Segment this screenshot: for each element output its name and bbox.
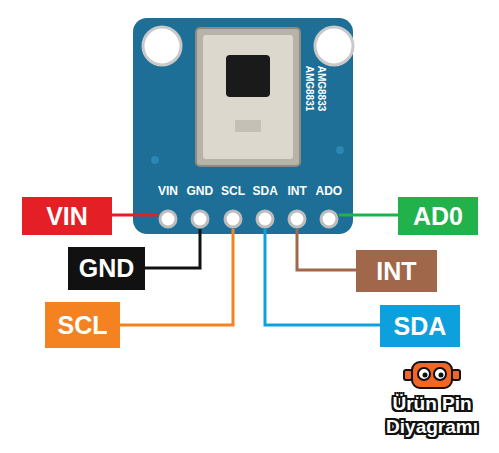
sensor-can-top [203,35,293,159]
silk-pin-name: SCL [221,184,245,198]
pin-label-box: SDA [380,305,460,347]
silk-pin-name: GND [187,184,214,198]
pcb-board [133,18,353,234]
logo-text: Ürün Pin Diyagramı [372,392,492,438]
sensor-lens [226,55,270,97]
via [151,156,159,164]
silk-pin-name: ADO [316,184,343,198]
pin-label-text: AD0 [413,202,463,231]
pin-label-box: SCL [45,302,120,348]
leader-line [339,214,398,217]
silk-pin-name: INT [288,184,307,198]
sensor-can [196,28,300,166]
silk-pin-name: VIN [158,184,178,198]
pin-label-text: SCL [58,311,108,340]
via [336,146,344,154]
mounting-hole [143,27,181,65]
pin-label-box: GND [68,247,145,290]
pin-label-box: INT [356,250,437,292]
pin-pads [160,211,337,227]
pin-label-text: VIN [46,202,88,231]
pin-label-text: INT [376,257,416,286]
leader-line [297,229,356,270]
robot-logo [404,362,460,388]
pin-label-box: VIN [22,197,112,235]
chip-marking: AMG8833 [316,65,327,111]
pin-label-text: GND [79,254,135,283]
mounting-hole [315,27,353,65]
silk-pin-name: SDA [253,184,278,198]
leader-line [112,214,158,217]
pin-label-box: AD0 [398,197,478,235]
leader-line [145,229,200,268]
sensor-mark [235,120,261,132]
chip-marking: AMG8831 [304,65,315,111]
pin-label-text: SDA [394,312,447,341]
